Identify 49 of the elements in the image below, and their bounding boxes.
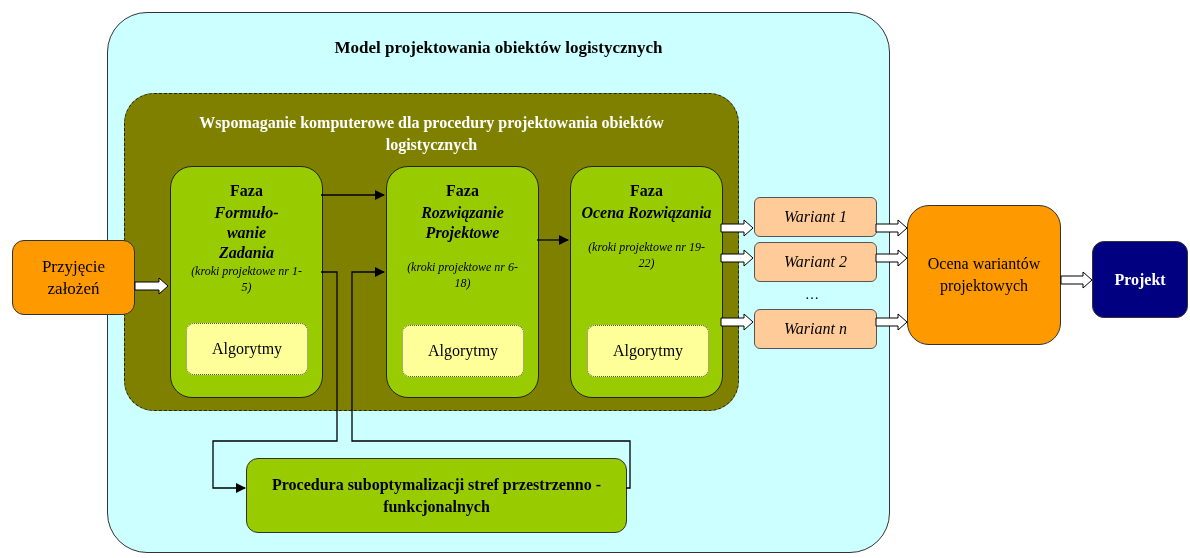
process-box	[907, 205, 1061, 345]
phase-heading: Faza	[446, 181, 479, 201]
block-arrow	[720, 313, 754, 331]
node-label: Wariant 2	[784, 252, 847, 272]
block-arrow	[875, 313, 908, 331]
panel-title: Model projektowania obiektów logistycznych	[334, 37, 663, 59]
node-label: Algorytmy	[427, 341, 499, 362]
node-label: Wariant n	[784, 319, 847, 339]
arrow	[351, 267, 631, 489]
phase-box	[570, 166, 723, 398]
arrow	[536, 235, 569, 245]
phase-box	[386, 166, 539, 398]
variant-box	[754, 197, 877, 237]
process-box	[12, 240, 135, 315]
node-label: Algorytmy	[211, 339, 283, 360]
node-label: Algorytmy	[612, 341, 684, 362]
model-panel	[107, 12, 890, 553]
algorithm-box	[186, 323, 308, 375]
result-box	[1092, 241, 1188, 318]
node-label: Wariant 1	[784, 207, 847, 227]
arrow	[320, 190, 385, 200]
phase-name: Formuło- wanie Zadania	[213, 203, 280, 263]
phase-heading: Faza	[230, 181, 263, 201]
panel-title: Wspomaganie komputerowe dla procedury projektowania obiektów logistycznych	[198, 113, 665, 156]
arrow	[212, 271, 338, 493]
phase-name: Ocena Rozwiązania	[580, 203, 713, 223]
step-range: (kroki projektowe nr 19-22)	[587, 239, 706, 271]
variant-box	[754, 309, 877, 349]
block-arrow	[875, 249, 908, 267]
procedure-box	[246, 458, 627, 533]
block-arrow	[720, 249, 754, 267]
node-label: Procedura suboptymalizacji stref przestrzenno - funkcjonalnych	[270, 474, 603, 518]
algorithm-box	[402, 325, 524, 377]
phase-box	[170, 166, 323, 398]
step-range: (kroki projektowe nr 1-5)	[190, 263, 303, 295]
ellipsis-label: …	[805, 286, 819, 304]
block-arrow	[1060, 271, 1093, 289]
block-arrow	[720, 219, 754, 237]
phase-heading: Faza	[630, 181, 663, 201]
block-arrow	[134, 277, 169, 295]
step-range: (kroki projektowe nr 6-18)	[406, 259, 519, 291]
phase-name: Rozwiązanie Projektowe	[420, 203, 505, 243]
node-label: Przyjęcie założeń	[40, 255, 107, 300]
block-arrow	[875, 219, 908, 237]
node-label: Projekt	[1114, 269, 1166, 291]
node-label: Ocena wariantów projektowych	[926, 254, 1042, 297]
algorithm-box	[587, 325, 709, 377]
variant-box	[754, 242, 877, 282]
support-panel	[124, 93, 739, 411]
